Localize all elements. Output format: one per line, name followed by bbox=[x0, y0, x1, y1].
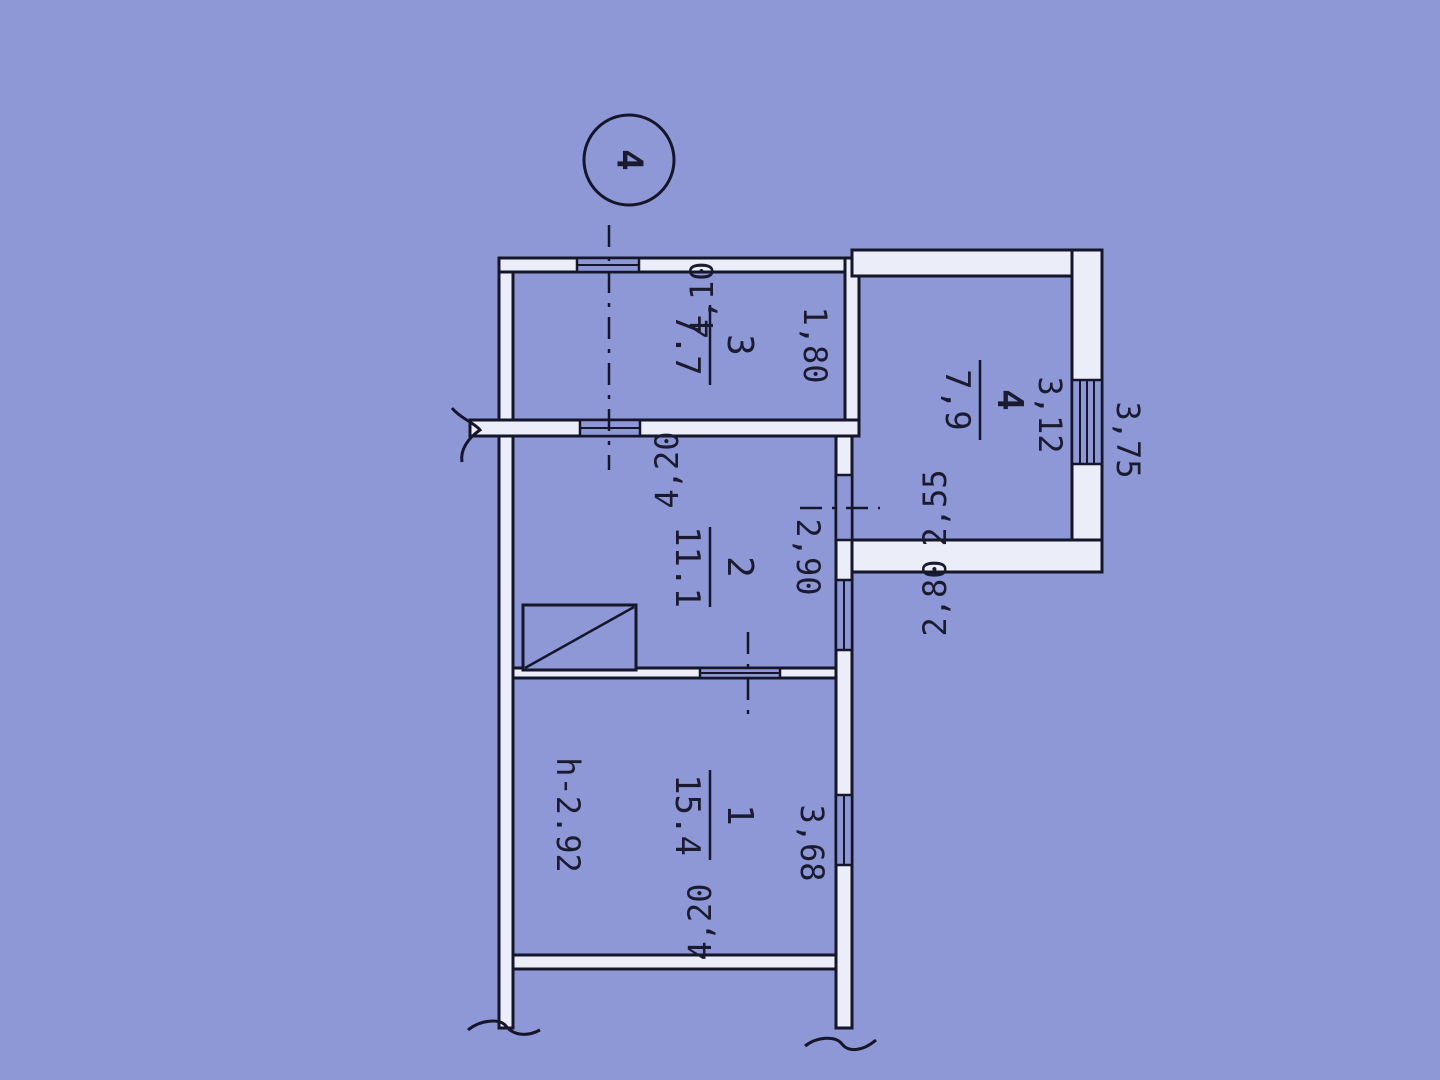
room-3-dim-width: 1,80 bbox=[796, 306, 834, 383]
room-4-dim-length: 2,55 bbox=[916, 469, 954, 546]
room-3-number: 3 bbox=[719, 334, 760, 356]
wall-partition-2-1 bbox=[511, 666, 838, 680]
room-3-area: 7.7 bbox=[667, 314, 707, 375]
wall-top-room3 bbox=[497, 256, 861, 274]
room-2-number: 2 bbox=[719, 556, 760, 578]
break-lines bbox=[450, 407, 877, 1051]
room-1-dim-length: 4,20 bbox=[681, 883, 719, 960]
stove-fixture bbox=[521, 603, 638, 672]
axis-bubble: 4 bbox=[582, 113, 676, 207]
room-1-area: 15.4 bbox=[667, 774, 707, 856]
wall-right-room3 bbox=[843, 256, 861, 435]
room-1: 1 15.4 h-2.92 4,20 3,68 bbox=[549, 757, 831, 960]
wall-left-outer bbox=[497, 256, 515, 1030]
wall-bottom-room1 bbox=[511, 953, 838, 971]
ceiling-height-label: h-2.92 bbox=[549, 757, 587, 873]
room-4: 4 7,9 2,55 3,12 bbox=[916, 360, 1069, 547]
room-1-dim-width: 3,68 bbox=[793, 804, 831, 881]
room-4-dim-width: 3,12 bbox=[1031, 376, 1069, 453]
outer-dim-room4-width: 3,75 bbox=[1109, 401, 1147, 478]
room-1-number: 1 bbox=[719, 804, 760, 826]
room-2-dim-width: 2,90 bbox=[789, 518, 827, 595]
wall-top-room4 bbox=[850, 248, 1104, 278]
wall-partition-3-2 bbox=[468, 418, 861, 438]
axis-bubble-circle bbox=[582, 113, 676, 207]
room-2: 2 11.1 4,20 2,90 bbox=[648, 431, 827, 607]
outer-dim-room4-length: 2,80 bbox=[916, 559, 954, 636]
room-2-dim-length: 4,20 bbox=[648, 431, 686, 508]
room-3: 3 7.7 4,10 1,80 bbox=[667, 261, 834, 385]
axis-mark-label: 4 bbox=[609, 149, 650, 171]
room-4-number: 4 bbox=[989, 389, 1030, 411]
room-3-dim-length: 4,10 bbox=[683, 261, 721, 338]
outer-dimensions: 2,80 3,75 bbox=[916, 401, 1147, 636]
room-4-area: 7,9 bbox=[937, 369, 977, 430]
room-2-area: 11.1 bbox=[667, 526, 707, 608]
wall-bottom-room4 bbox=[850, 538, 1104, 574]
